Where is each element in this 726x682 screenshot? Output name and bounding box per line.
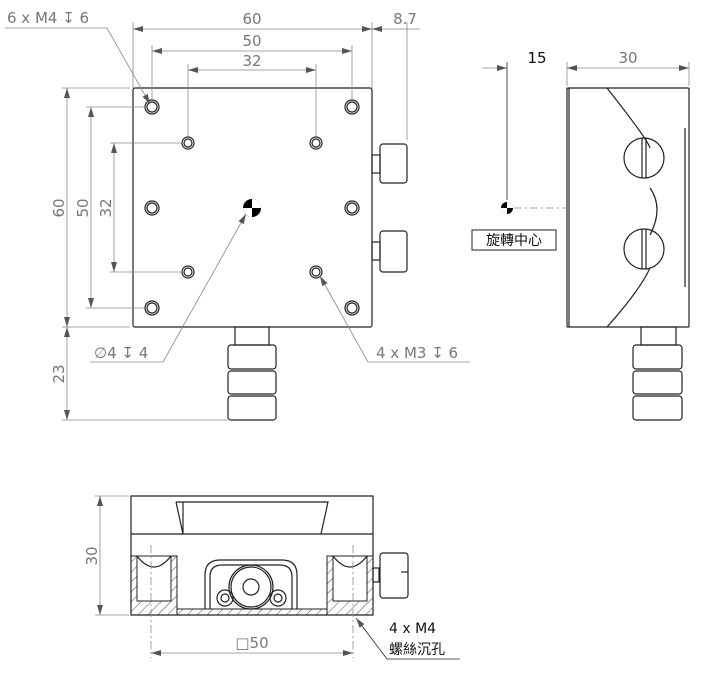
dim-width-60: 60 [242,10,261,28]
dim-mount-square-50: □50 [235,634,268,652]
dim-front-height-30: 30 [83,546,101,565]
dim-height-32: 32 [97,198,115,217]
rotation-center-label: 旋轉中心 [486,233,542,249]
callout-m4-holes: 6 x M4 ↧ 6 [7,9,89,27]
dim-center-offset-15: 15 [527,49,546,67]
front-section-view: 30 □50 4 x M4 螺絲沉孔 [83,495,460,660]
top-view-dimensions [5,22,470,421]
side-screws [623,137,665,270]
rotation-center-symbol [501,202,513,214]
dim-hole-spacing-50: 50 [242,32,261,50]
center-hole-symbol [243,199,261,217]
micrometer-knob [227,326,277,421]
callout-m4-counterbore-line2: 螺絲沉孔 [389,642,445,658]
side-knobs [371,143,408,273]
side-view: 15 30 旋轉中心 [471,49,690,421]
dim-hole-spacing-32: 32 [242,52,261,70]
side-micrometer-knob [632,326,683,421]
callout-center-hole: ∅4 ↧ 4 [94,344,148,362]
dim-height-50: 50 [74,198,92,217]
dim-knob-length-23: 23 [50,364,68,383]
dim-thickness-30: 30 [618,49,637,67]
top-view: 60 50 32 8.7 60 50 32 23 6 x M4 ↧ 6 ∅4 ↧… [5,9,470,421]
dim-height-60: 60 [50,198,68,217]
side-body-outline [566,87,690,328]
callout-m4-counterbore-line1: 4 x M4 [389,621,436,637]
dim-knob-protrusion: 8.7 [393,10,417,28]
callout-m3-holes: 4 x M3 ↧ 6 [376,344,458,362]
m4-holes [144,99,360,316]
